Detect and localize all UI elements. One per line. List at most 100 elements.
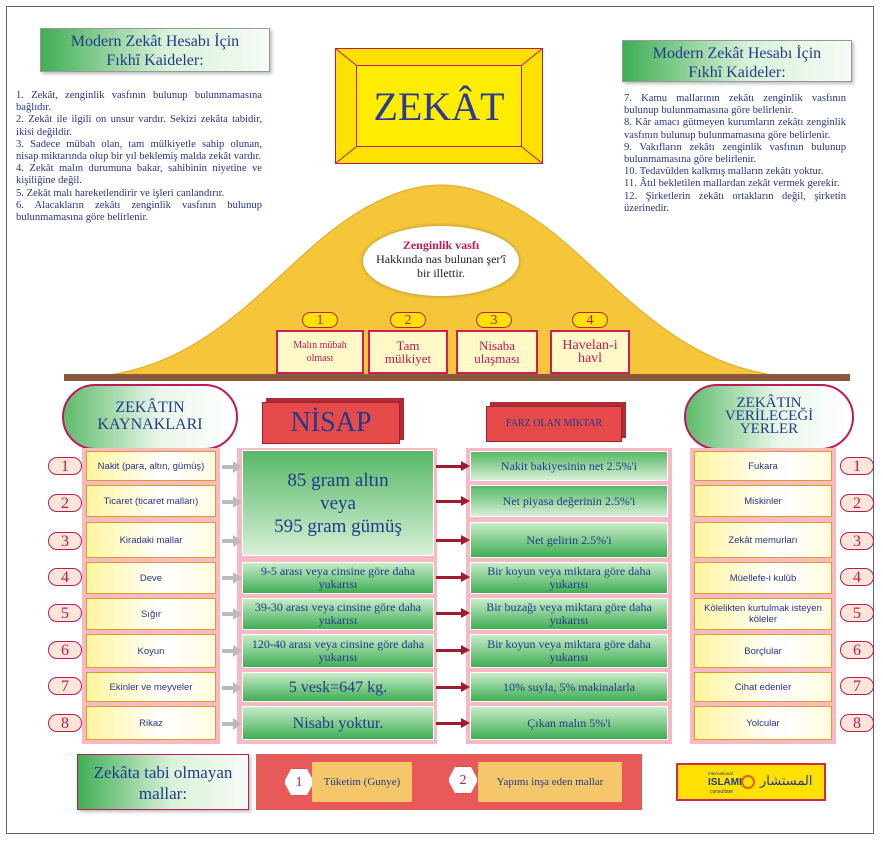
recipient-item: Fukara [694, 451, 832, 481]
logo-text: consultant [710, 789, 733, 795]
source-item: Rikaz [86, 706, 216, 740]
row-number: 6 [48, 641, 82, 659]
ellipse-bold: Zenginlik vasfı [402, 238, 480, 252]
page-frame [6, 6, 874, 834]
rule-item: 4. Zekât malın durumuna bakar, sahibinin… [16, 163, 262, 187]
arrow-icon [222, 496, 242, 508]
amount-item: Net piyasa değerinin 2.5%'i [470, 485, 668, 517]
rule-item: 11. Âtıl bekletilen mallardan zekât verm… [624, 178, 840, 190]
arrow-icon [222, 682, 242, 694]
source-item: Deve [86, 562, 216, 594]
source-item: Sığır [86, 598, 216, 630]
row-number: 2 [48, 494, 82, 512]
crescent-icon [741, 775, 755, 789]
arrow-icon [222, 608, 242, 620]
arrow-icon [436, 461, 470, 471]
condition-number: 3 [476, 312, 512, 328]
arrow-icon [436, 535, 470, 545]
amount-item: 10% suyla, 5% makinalarla [470, 672, 668, 702]
amount-item: Nakit bakiyesinin net 2.5%'i [470, 451, 668, 481]
rule-item: 2. Zekât ile ilgili on unsur vardır. Sek… [16, 114, 262, 138]
company-logo: International ISLAMI consultant المستشار [676, 763, 826, 801]
arrow-icon [222, 718, 242, 730]
row-number: 7 [48, 677, 82, 695]
nisap-header: NİSAP [262, 402, 400, 444]
row-number: 5 [840, 604, 874, 622]
right-rules-list: 7. Kamu mallarının zekâtı zenginlik vasf… [624, 93, 846, 215]
arrow-icon [436, 645, 470, 655]
recipient-item: Yolcular [694, 706, 832, 740]
recipient-item: Miskinler [694, 485, 832, 517]
row-number: 7 [840, 677, 874, 695]
row-number: 2 [840, 494, 874, 512]
zekat-title: ZEKÂT [356, 65, 522, 147]
rule-item: 9. Vakıfların zekâtı zenginlik vasfının … [624, 141, 846, 166]
arrow-icon [222, 535, 242, 547]
recipient-item: Müellefe-i kulûb [694, 562, 832, 594]
row-number: 8 [48, 714, 82, 732]
rule-item: 5. Zekât malı hareketlendirir ve işleri … [16, 187, 225, 199]
arrow-icon [222, 461, 242, 473]
amount-item: Çıkan malın 5%'i [470, 706, 668, 740]
nisap-rikaz: Nisabı yoktur. [242, 706, 434, 740]
source-item: Nakit (para, altın, gümüş) [86, 451, 216, 481]
rule-item: 8. Kâr amacı gütmeyen kurumların zekâtı … [624, 117, 846, 141]
nisap-deve: 9-5 arası veya cinsine göre daha yukarıs… [242, 562, 434, 594]
logo-text: International [708, 771, 733, 776]
rule-item: 10. Tedavülden kalkmış malların zekâtı y… [624, 166, 824, 178]
logo-text: ISLAMI [708, 777, 742, 788]
condition-number: 2 [390, 312, 426, 328]
source-item: Koyun [86, 634, 216, 668]
row-number: 1 [840, 457, 874, 475]
nisap-ekinler: 5 vesk=647 kg. [242, 672, 434, 702]
row-number: 3 [840, 532, 874, 550]
exempt-item: Yapımı inşa eden mallar [478, 762, 622, 802]
rule-item: 3. Sadece mübah olan, tam mülkiyetle sah… [16, 138, 262, 163]
row-number: 4 [48, 568, 82, 586]
row-number: 3 [48, 532, 82, 550]
exempt-number: 1 [284, 768, 314, 796]
source-item: Kiradaki mallar [86, 522, 216, 558]
arrow-icon [222, 572, 242, 584]
amount-item: Bir koyun veya miktara göre daha yukarıs… [470, 562, 668, 594]
amount-item: Bir koyun veya miktara göre daha yukarıs… [470, 634, 668, 668]
row-number: 6 [840, 641, 874, 659]
arrow-icon [436, 572, 470, 582]
row-number: 5 [48, 604, 82, 622]
recipient-item: Cihat edenler [694, 672, 832, 702]
recipient-item: Kölelikten kurtulmak isteyen köleler [694, 598, 832, 630]
amount-item: Bir buzağı veya miktara göre daha yukarı… [470, 598, 668, 630]
arrow-icon [436, 496, 470, 506]
frame-bevel [336, 49, 542, 163]
wealth-attribute-ellipse: Zenginlik vasfı Hakkında nas bulunan şer… [363, 226, 519, 296]
ellipse-text: bir illettir. [417, 266, 465, 280]
recipient-item: Zekât memurları [694, 522, 832, 558]
arrow-icon [222, 645, 242, 657]
nisap-sigir: 39-30 arası veya cinsine göre daha yukar… [242, 598, 434, 630]
arrow-icon [436, 718, 470, 728]
nisap-koyun: 120-40 arası veya cinsine göre daha yuka… [242, 634, 434, 668]
amount-item: Net gelirin 2.5%'i [470, 522, 668, 558]
rule-item: 7. Kamu mallarının zekâtı zenginlik vasf… [624, 93, 846, 117]
rule-item: 1. Zekât, zenginlik vasfının bulunup bul… [16, 90, 262, 114]
arrow-icon [436, 608, 470, 618]
rule-item: 12. Şirketlerin zekâtı ortakların değil,… [624, 190, 846, 214]
source-item: Ticaret (ticaret malları) [86, 485, 216, 517]
ellipse-text: Hakkında nas bulunan şer'î [376, 252, 506, 266]
row-number: 8 [840, 714, 874, 732]
zekat-title-frame: ZEKÂT [335, 48, 543, 164]
left-rules-list: 1. Zekât, zenginlik vasfının bulunup bul… [16, 90, 262, 224]
amount-header: FARZ OLAN MİKTAR [486, 406, 622, 442]
logo-arabic: المستشار [760, 774, 813, 789]
row-number: 4 [840, 568, 874, 586]
condition-number: 1 [302, 312, 338, 328]
exempt-number: 2 [448, 766, 478, 794]
